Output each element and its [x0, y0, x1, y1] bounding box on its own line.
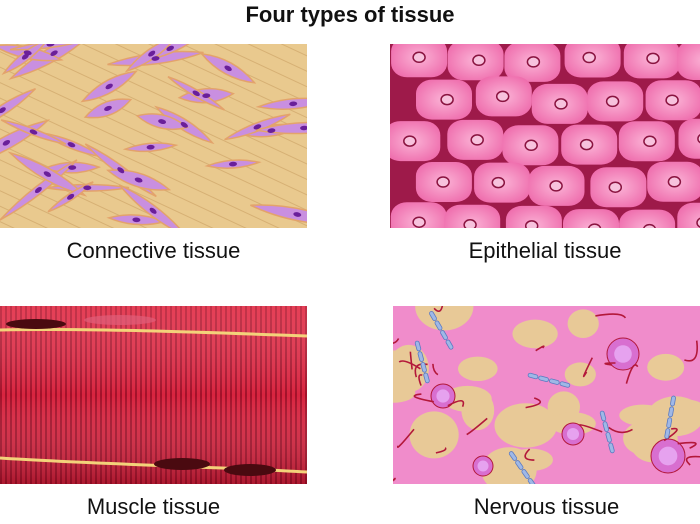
- muscle-tissue-label: Muscle tissue: [86, 494, 221, 519]
- epithelial-tissue-illustration: [390, 44, 700, 228]
- epithelial-tissue-label: Epithelial tissue: [468, 238, 622, 263]
- muscle-tissue-illustration: [0, 306, 307, 484]
- nervous-tissue-illustration: [393, 306, 700, 484]
- connective-tissue-illustration: [0, 44, 307, 228]
- connective-tissue-label: Connective tissue: [66, 238, 241, 263]
- diagram-title: Four types of tissue: [245, 2, 455, 27]
- nervous-tissue-label: Nervous tissue: [473, 494, 620, 519]
